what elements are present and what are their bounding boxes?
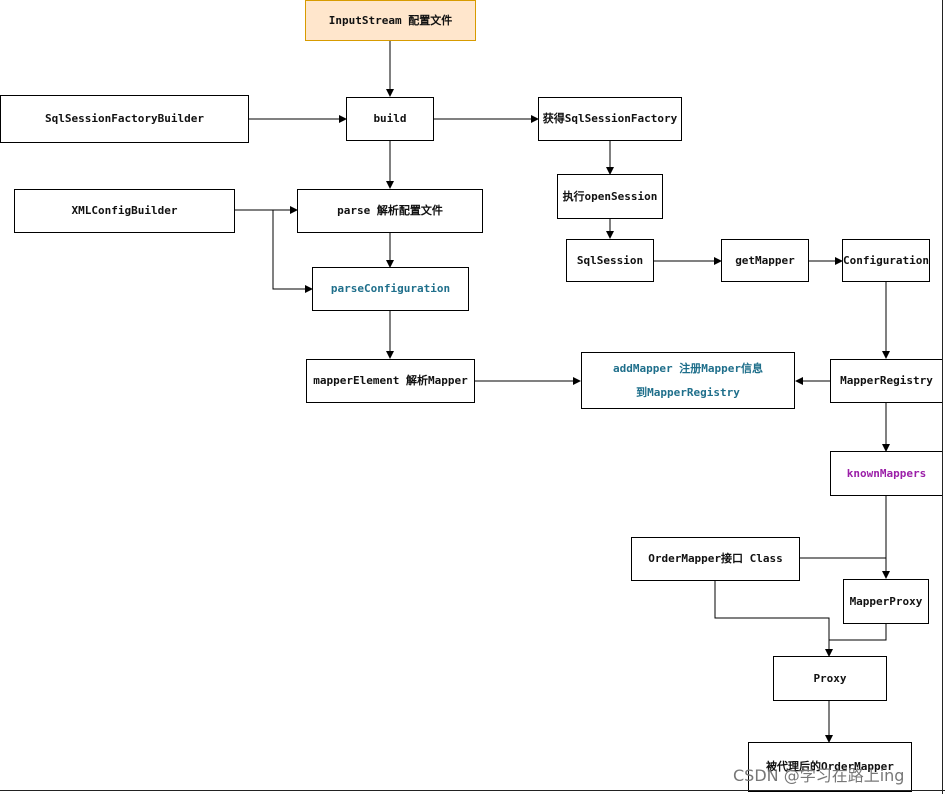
node-build: build <box>346 97 434 141</box>
node-parseconfiguration: parseConfiguration <box>312 267 469 311</box>
node-xmlconfigbuilder: XMLConfigBuilder <box>14 189 235 233</box>
node-proxy: Proxy <box>773 656 887 701</box>
node-sqlsessionfactorybuilder: SqlSessionFactoryBuilder <box>0 95 249 143</box>
addmapper-line-2: 到MapperRegistry <box>636 385 740 399</box>
node-mapperregistry: MapperRegistry <box>830 359 943 403</box>
node-ordermapper-class: OrderMapper接口 Class <box>631 537 800 581</box>
node-parse: parse 解析配置文件 <box>297 189 483 233</box>
edge-mapperproxy-proxy <box>829 623 887 641</box>
node-mapperproxy: MapperProxy <box>843 579 929 624</box>
node-knownmappers: knownMappers <box>830 451 943 496</box>
edge-xmlbuilder-parseconfiguration <box>272 210 313 293</box>
edge-orderclass-proxy <box>714 580 833 657</box>
csdn-watermark: CSDN @学习在路上ing <box>733 766 905 785</box>
node-inputstream: InputStream 配置文件 <box>305 0 476 41</box>
node-configuration: Configuration <box>842 239 930 282</box>
frame-border-bottom <box>0 790 945 791</box>
node-mapperelement: mapperElement 解析Mapper <box>306 359 475 403</box>
node-proxied-ordermapper: 被代理后的OrderMapper <box>748 742 912 792</box>
node-opensession: 执行openSession <box>557 174 663 219</box>
node-getmapper: getMapper <box>721 239 809 282</box>
addmapper-line-1: addMapper 注册Mapper信息 <box>613 362 763 376</box>
frame-border-right <box>942 0 943 794</box>
node-addmapper: addMapper 注册Mapper信息 到MapperRegistry <box>581 352 795 409</box>
node-get-sqlsessionfactory: 获得SqlSessionFactory <box>538 97 682 141</box>
node-sqlsession: SqlSession <box>566 239 654 282</box>
